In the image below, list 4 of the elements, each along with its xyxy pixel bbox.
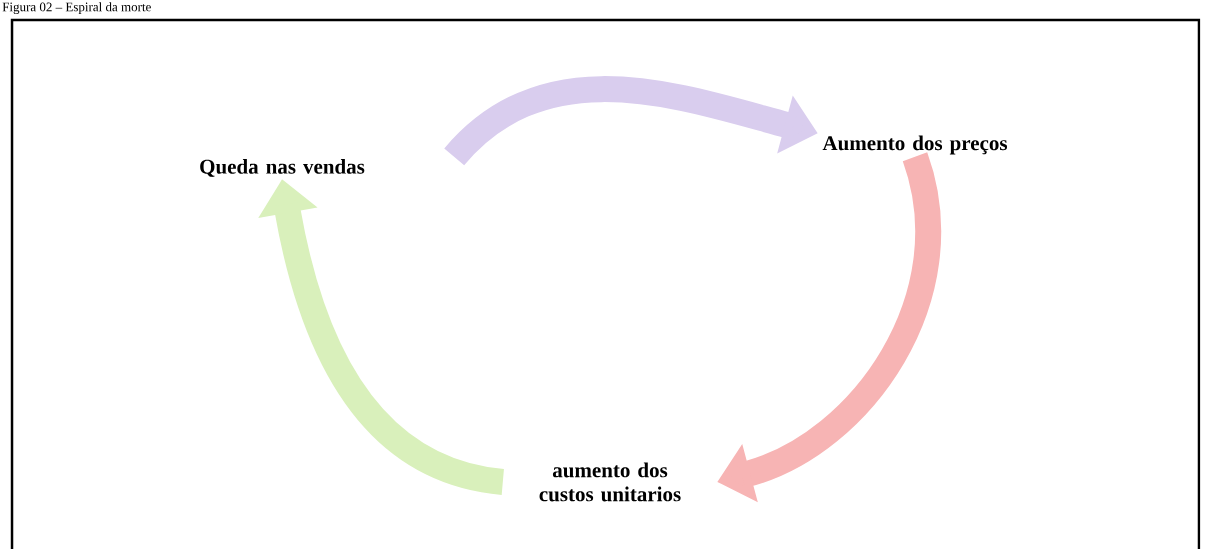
step-label: Aumento dos preços [822,135,1008,155]
step-label: Queda nas vendas [200,159,365,177]
figure-title: Figura 02 – Espiral da morte [2,2,151,14]
step-label: aumento dos custos unitarios [539,462,681,502]
